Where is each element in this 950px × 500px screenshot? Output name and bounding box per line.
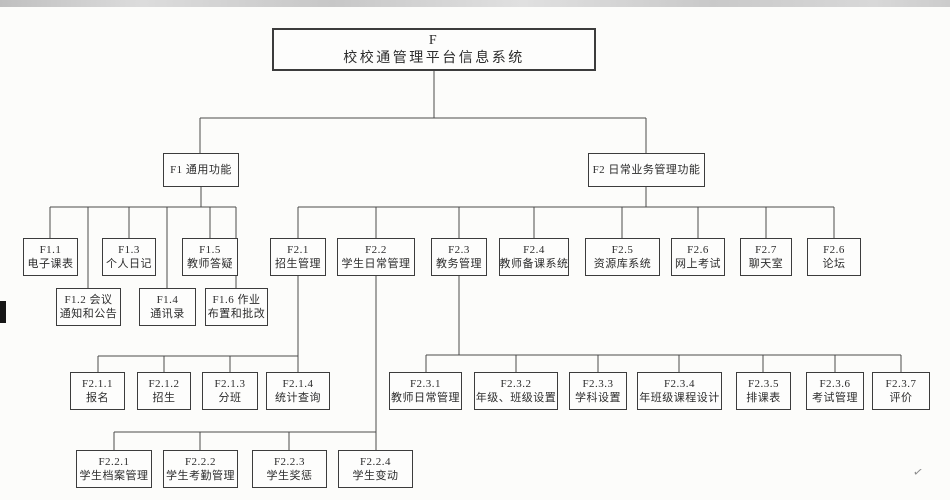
node-f2-2-1: F2.2.1 学生档案管理 [76,450,152,488]
node-f1-6-line: 布置和批改 [207,308,266,320]
node-f2-3-4-line: 年班级课程设计 [639,392,720,404]
node-f2-4: F2.4 教师备课系统 [499,238,569,276]
node-f2-4-line: F2.4 [523,244,545,256]
node-f2-2-3-line: 学生奖惩 [266,470,313,482]
scan-top-strip [0,0,950,7]
node-f2-1-2: F2.1.2 招生 [137,372,191,410]
node-f2-3-7: F2.3.7 评价 [872,372,930,410]
node-f2-3-7-line: F2.3.7 [885,378,917,390]
node-f2-3-line: 教务管理 [436,258,482,270]
node-f1-6: F1.6 作业布置和批改 [205,288,268,326]
node-f2-2-2: F2.2.2 学生考勤管理 [163,450,238,488]
node-f2-1: F2.1 招生管理 [270,238,326,276]
node-f2-5-line: 资源库系统 [593,258,652,270]
node-f2-2-line: F2.2 [365,244,387,256]
node-f2-3-5-line: 排课表 [746,392,781,404]
node-f2-3-5-line: F2.3.5 [747,378,780,390]
node-f2-3-6-line: 考试管理 [812,392,858,404]
node-f2-3-1-line: 教师日常管理 [391,392,460,404]
node-f2-6-line: F2.6 [687,244,709,256]
node-f2-3-1: F2.3.1 教师日常管理 [389,372,462,410]
node-f2-8-line: F2.6 [823,244,845,256]
node-f2-2-3: F2.2.3 学生奖惩 [252,450,327,488]
node-f1-3-line: F1.3 [118,244,140,256]
node-f2-2-2-line: F2.2.2 [184,456,217,468]
node-f1-4-line: 通讯录 [150,308,185,320]
node-f2-3-1-line: F2.3.1 [409,378,442,390]
node-f: F 校校通管理平台信息系统 [272,28,596,71]
node-f2-2: F2.2 学生日常管理 [337,238,415,276]
node-f2-3-2: F2.3.2 年级、班级设置 [474,372,558,410]
node-f2-3-6: F2.3.6 考试管理 [806,372,864,410]
node-f2-3: F2.3 教务管理 [431,238,487,276]
node-f2-3-4-line: F2.3.4 [663,378,696,390]
node-f2-7-line: 聊天室 [748,258,784,270]
node-f2-6: F2.6 网上考试 [671,238,725,276]
node-f2-2-1-line: 学生档案管理 [79,470,149,482]
node-f1-2: F1.2 会议通知和公告 [56,288,121,326]
node-f2-3-5: F2.3.5 排课表 [736,372,791,410]
node-f2-1-1-line: F2.1.1 [81,378,114,390]
node-f1-4: F1.4 通讯录 [139,288,196,326]
node-f2-2-1-line: F2.2.1 [98,456,130,468]
node-f2-2-4-line: F2.2.4 [359,456,392,468]
node-f2-line: F2 日常业务管理功能 [592,164,701,176]
node-f2-6-line: 网上考试 [675,258,721,270]
node-f2-8-line: 论坛 [822,258,846,270]
node-f2-1-3-line: 分班 [218,392,242,404]
node-f1-1-line: 电子课表 [27,258,74,270]
node-f2-3-2-line: 年级、班级设置 [475,392,557,404]
node-f2-1-2-line: F2.1.2 [148,378,180,390]
node-f2: F2 日常业务管理功能 [588,153,705,187]
node-f2-1-line: 招生管理 [275,258,321,270]
node-f2-3-7-line: 评价 [889,392,913,404]
node-f2-1-4: F2.1.4 统计查询 [266,372,330,410]
node-f2-3-2-line: F2.3.2 [500,378,532,390]
node-f-line: 校校通管理平台信息系统 [343,50,525,66]
node-f2-1-2-line: 招生 [152,392,176,404]
node-f1-3-line: 个人日记 [106,258,152,270]
node-f1-4-line: F1.4 [156,294,179,306]
node-f1-line: F1 通用功能 [170,164,232,176]
node-f2-3-6-line: F2.3.6 [819,378,851,390]
node-f1-1-line: F1.1 [39,244,62,256]
node-f2-7-line: F2.7 [755,244,777,256]
node-f2-2-3-line: F2.2.3 [273,456,306,468]
node-f1-3: F1.3 个人日记 [102,238,156,276]
node-f2-1-line: F2.1 [287,244,309,256]
node-f2-3-4: F2.3.4 年班级课程设计 [637,372,722,410]
node-f2-3-3-line: 学科设置 [575,392,621,404]
node-f1-2-line: 通知和公告 [59,308,118,320]
node-f2-1-3: F2.1.3 分班 [202,372,258,410]
node-f2-1-3-line: F2.1.3 [214,378,246,390]
node-f2-2-2-line: 学生考勤管理 [166,470,235,482]
node-f2-4-line: 教师备课系统 [499,258,569,270]
node-f2-1-1-line: 报名 [86,392,109,404]
node-f2-2-4-line: 学生变动 [352,470,399,482]
node-f1-6-line: F1.6 作业 [212,294,261,306]
node-f1-5-line: F1.5 [199,244,221,256]
node-f1-2-line: F1.2 会议 [64,294,113,306]
node-f1-1: F1.1 电子课表 [23,238,78,276]
scan-left-edge-mark [0,301,6,323]
node-f1: F1 通用功能 [163,153,239,187]
node-f2-3-3-line: F2.3.3 [582,378,614,390]
node-f2-1-4-line: 统计查询 [275,392,321,404]
node-f2-7: F2.7 聊天室 [740,238,792,276]
node-f2-2-line: 学生日常管理 [341,258,411,270]
node-f2-5: F2.5 资源库系统 [585,238,660,276]
node-f1-5-line: 教师答疑 [187,258,233,270]
node-f2-5-line: F2.5 [611,244,634,256]
node-f2-2-4: F2.2.4 学生变动 [338,450,413,488]
node-f2-3-line: F2.3 [448,244,470,256]
node-f1-5: F1.5 教师答疑 [182,238,238,276]
node-f2-3-3: F2.3.3 学科设置 [569,372,627,410]
node-f2-1-1: F2.1.1 报名 [70,372,125,410]
node-f-line: F [428,32,440,48]
node-f2-1-4-line: F2.1.4 [282,378,314,390]
node-f2-8: F2.6 论坛 [807,238,861,276]
